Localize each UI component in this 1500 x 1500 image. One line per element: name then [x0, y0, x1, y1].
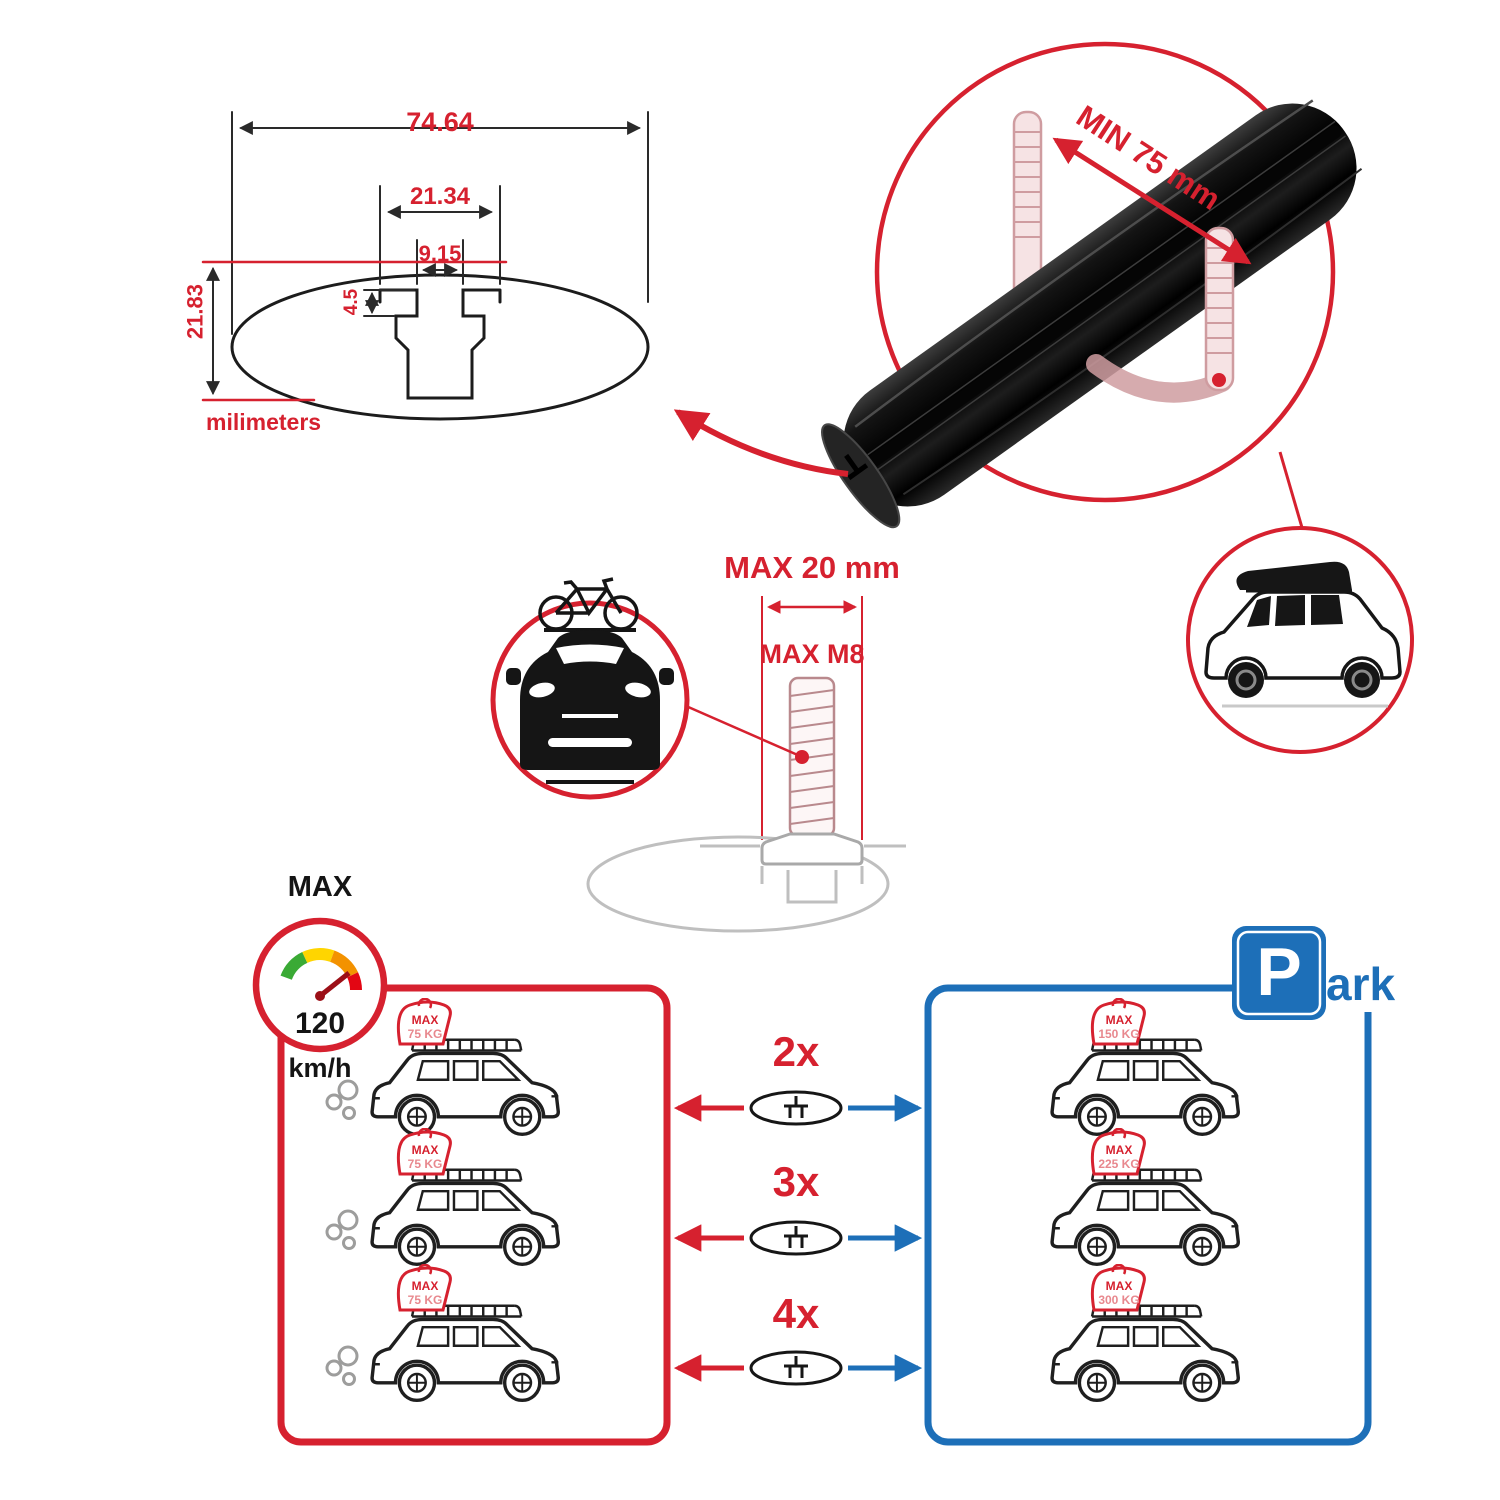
load-tag-parked-1: MAX 150 KG: [1090, 998, 1146, 1046]
min-span-arrow: [1052, 137, 1252, 265]
tag-value: 75 KG: [408, 1157, 443, 1171]
bar-count-label-3: 4x: [772, 1290, 820, 1337]
t-bolt: [760, 676, 864, 866]
tag-label: MAX: [1106, 1279, 1133, 1293]
units-label: milimeters: [206, 409, 322, 435]
profile-drawing: [201, 111, 650, 421]
profile-t-slot: [378, 288, 502, 400]
suv-windows: [1247, 595, 1343, 627]
bolt-dot: [795, 750, 809, 764]
tag-value: 75 KG: [408, 1027, 443, 1041]
bike-car-callout: [490, 577, 690, 800]
roof-box: [1236, 561, 1352, 590]
bolt-max-width-label: MAX 20 mm: [724, 550, 900, 585]
ghost-ubolt-front: [1086, 226, 1235, 403]
headlight-right: [625, 682, 651, 698]
load-tag-driving-2: MAX 75 KG: [396, 1128, 452, 1176]
attachment-point-dot: [1212, 373, 1226, 387]
park-sign: [1232, 926, 1420, 1020]
tag-value: 300 KG: [1098, 1293, 1139, 1307]
bar-count-row-3: [673, 1350, 923, 1386]
load-chart: [252, 917, 1420, 1446]
bar-count-row-2: [673, 1220, 923, 1256]
exhaust-puffs: [325, 1079, 359, 1386]
bar-count-label-1: 2x: [772, 1028, 820, 1075]
tag-label: MAX: [412, 1143, 439, 1157]
load-tag-parked-3: MAX 300 KG: [1090, 1264, 1146, 1312]
leader-to-suv-circle: [1278, 451, 1305, 532]
headlight-left: [529, 682, 555, 698]
park-suffix: ark: [1326, 958, 1396, 1010]
slot-opening-label: 9.15: [418, 241, 462, 266]
speed-value: 120: [294, 1007, 346, 1040]
car-front-body: [520, 630, 660, 770]
total-height-label: 21.83: [182, 284, 208, 340]
tag-value: 225 KG: [1098, 1157, 1139, 1171]
load-tag-driving-3: MAX 75 KG: [396, 1264, 452, 1312]
profile-width-label: 74.64: [406, 107, 474, 137]
speedometer-needle: [318, 971, 351, 998]
ghost-profile: [586, 835, 906, 933]
tag-value: 75 KG: [408, 1293, 443, 1307]
speed-max-label: MAX: [287, 871, 353, 903]
slot-outer-label: 21.34: [409, 183, 471, 210]
roofbox-car-callout: [1186, 526, 1414, 754]
load-tag-driving-1: MAX 75 KG: [396, 998, 452, 1046]
lip-height-label: 4.5: [341, 288, 363, 316]
extension-lines: [231, 111, 649, 335]
dimension-lines: [206, 121, 642, 396]
height-extension-lines: [201, 260, 508, 402]
load-tag-parked-2: MAX 225 KG: [1090, 1128, 1146, 1176]
bolt-max-thread-label: MAX M8: [759, 639, 865, 669]
ghost-ubolt-rear: [1012, 110, 1043, 310]
mirror-right: [659, 668, 674, 685]
tag-label: MAX: [1106, 1013, 1133, 1027]
park-letter: P: [1256, 934, 1302, 1010]
tag-label: MAX: [1106, 1143, 1133, 1157]
bar-count-label-2: 3x: [772, 1158, 820, 1205]
bolt-detail: [586, 596, 906, 933]
bar-callout: [673, 41, 1363, 532]
windshield: [556, 644, 624, 664]
tag-label: MAX: [412, 1279, 439, 1293]
speedometer: [252, 917, 388, 1053]
mirror-left: [506, 668, 521, 685]
leader-to-bolt: [685, 704, 801, 758]
bar-count-row-1: [673, 1090, 923, 1126]
speed-units: km/h: [288, 1053, 352, 1083]
arrow-to-profile: [673, 409, 849, 477]
tag-value: 150 KG: [1098, 1027, 1139, 1041]
tag-label: MAX: [412, 1013, 439, 1027]
